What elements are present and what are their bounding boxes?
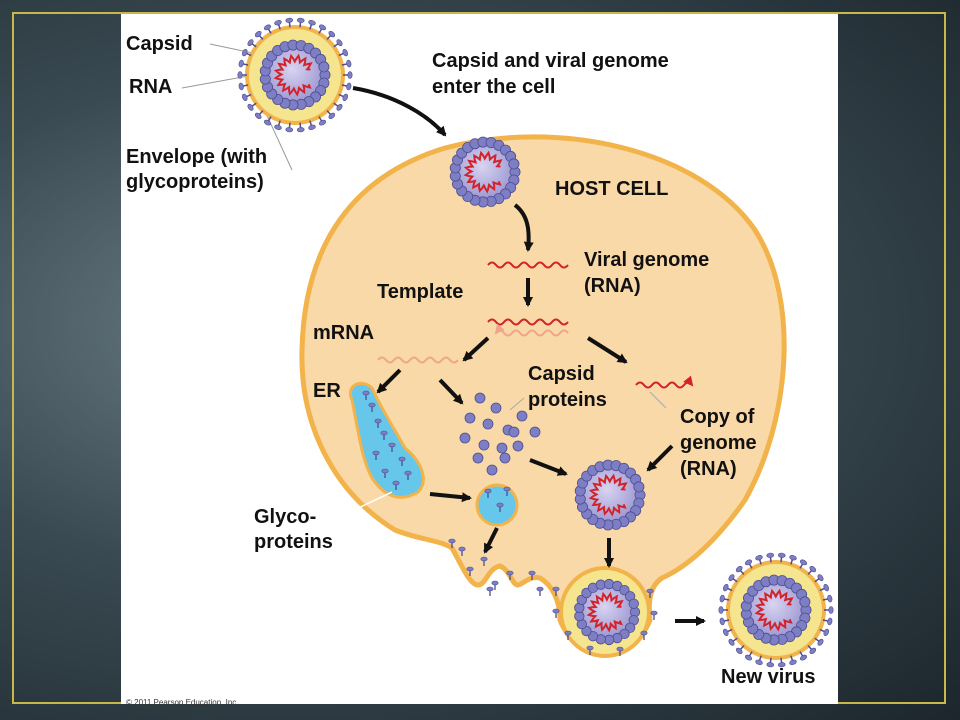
template-strand-bottom [494, 323, 569, 337]
label-capsid-proteins-1: Capsid [528, 363, 595, 385]
new-virus-capsid [740, 574, 812, 646]
copyright-notice: © 2011 Pearson Education, Inc. [126, 698, 239, 707]
entering-virus-capsid [259, 39, 331, 111]
assembly-arrow-2 [646, 444, 674, 472]
label-template: Template [377, 281, 464, 303]
mrna-arrow [462, 336, 490, 362]
mrna-strand [377, 356, 459, 364]
glyco-pointer [349, 491, 393, 513]
label-glyco-1: Glyco- [254, 506, 317, 528]
label-new-virus: New virus [721, 666, 816, 688]
fuse-arrow [483, 527, 499, 554]
er-organelle [348, 381, 425, 499]
rna-strands [377, 261, 694, 389]
uncoated-capsid [449, 136, 521, 208]
label-host-cell: HOST CELL [555, 178, 669, 200]
label-glyco-2: proteins [254, 531, 333, 553]
translate-capsid-arrow [438, 378, 464, 405]
label-enter-2: enter the cell [432, 76, 556, 98]
entering-virus-spikes [237, 17, 353, 133]
virus-particles [237, 17, 834, 668]
uncoat-arrow [513, 203, 534, 252]
label-copy-2: genome [680, 432, 757, 454]
new-virus [726, 560, 826, 660]
label-viral-genome-1: Viral genome [584, 249, 710, 271]
label-capsid-proteins-2: proteins [528, 389, 607, 411]
label-copy-1: Copy of [680, 406, 755, 428]
free-capsid-proteins [459, 392, 541, 476]
label-capsid: Capsid [126, 33, 193, 55]
assembly-arrow-1 [529, 458, 568, 476]
label-enter-1: Capsid and viral genome [432, 50, 669, 72]
label-envelope-2: glycoproteins) [126, 171, 264, 193]
vesicle-arrow [429, 492, 472, 503]
translate-er-arrow [376, 368, 402, 394]
label-rna: RNA [129, 76, 173, 98]
new-virus-spikes [718, 552, 834, 668]
budding-capsid [574, 578, 641, 646]
glycoprotein-markers [362, 390, 658, 656]
label-viral-genome-2: (RNA) [584, 275, 641, 297]
label-mrna: mRNA [313, 322, 375, 344]
label-copy-3: (RNA) [680, 458, 737, 480]
host-cell [299, 134, 787, 654]
label-er: ER [313, 380, 341, 402]
entering-virus [245, 25, 345, 125]
label-envelope-1: Envelope (with [126, 146, 268, 168]
entry-arrow [352, 86, 447, 137]
copy-pointer [649, 391, 667, 409]
viral-genome-strand [487, 261, 569, 269]
replicate-arrow [586, 336, 628, 364]
copy-genome-strand [635, 375, 694, 389]
capsid-proteins-pointer [509, 397, 525, 411]
assembled-capsid [574, 459, 646, 531]
